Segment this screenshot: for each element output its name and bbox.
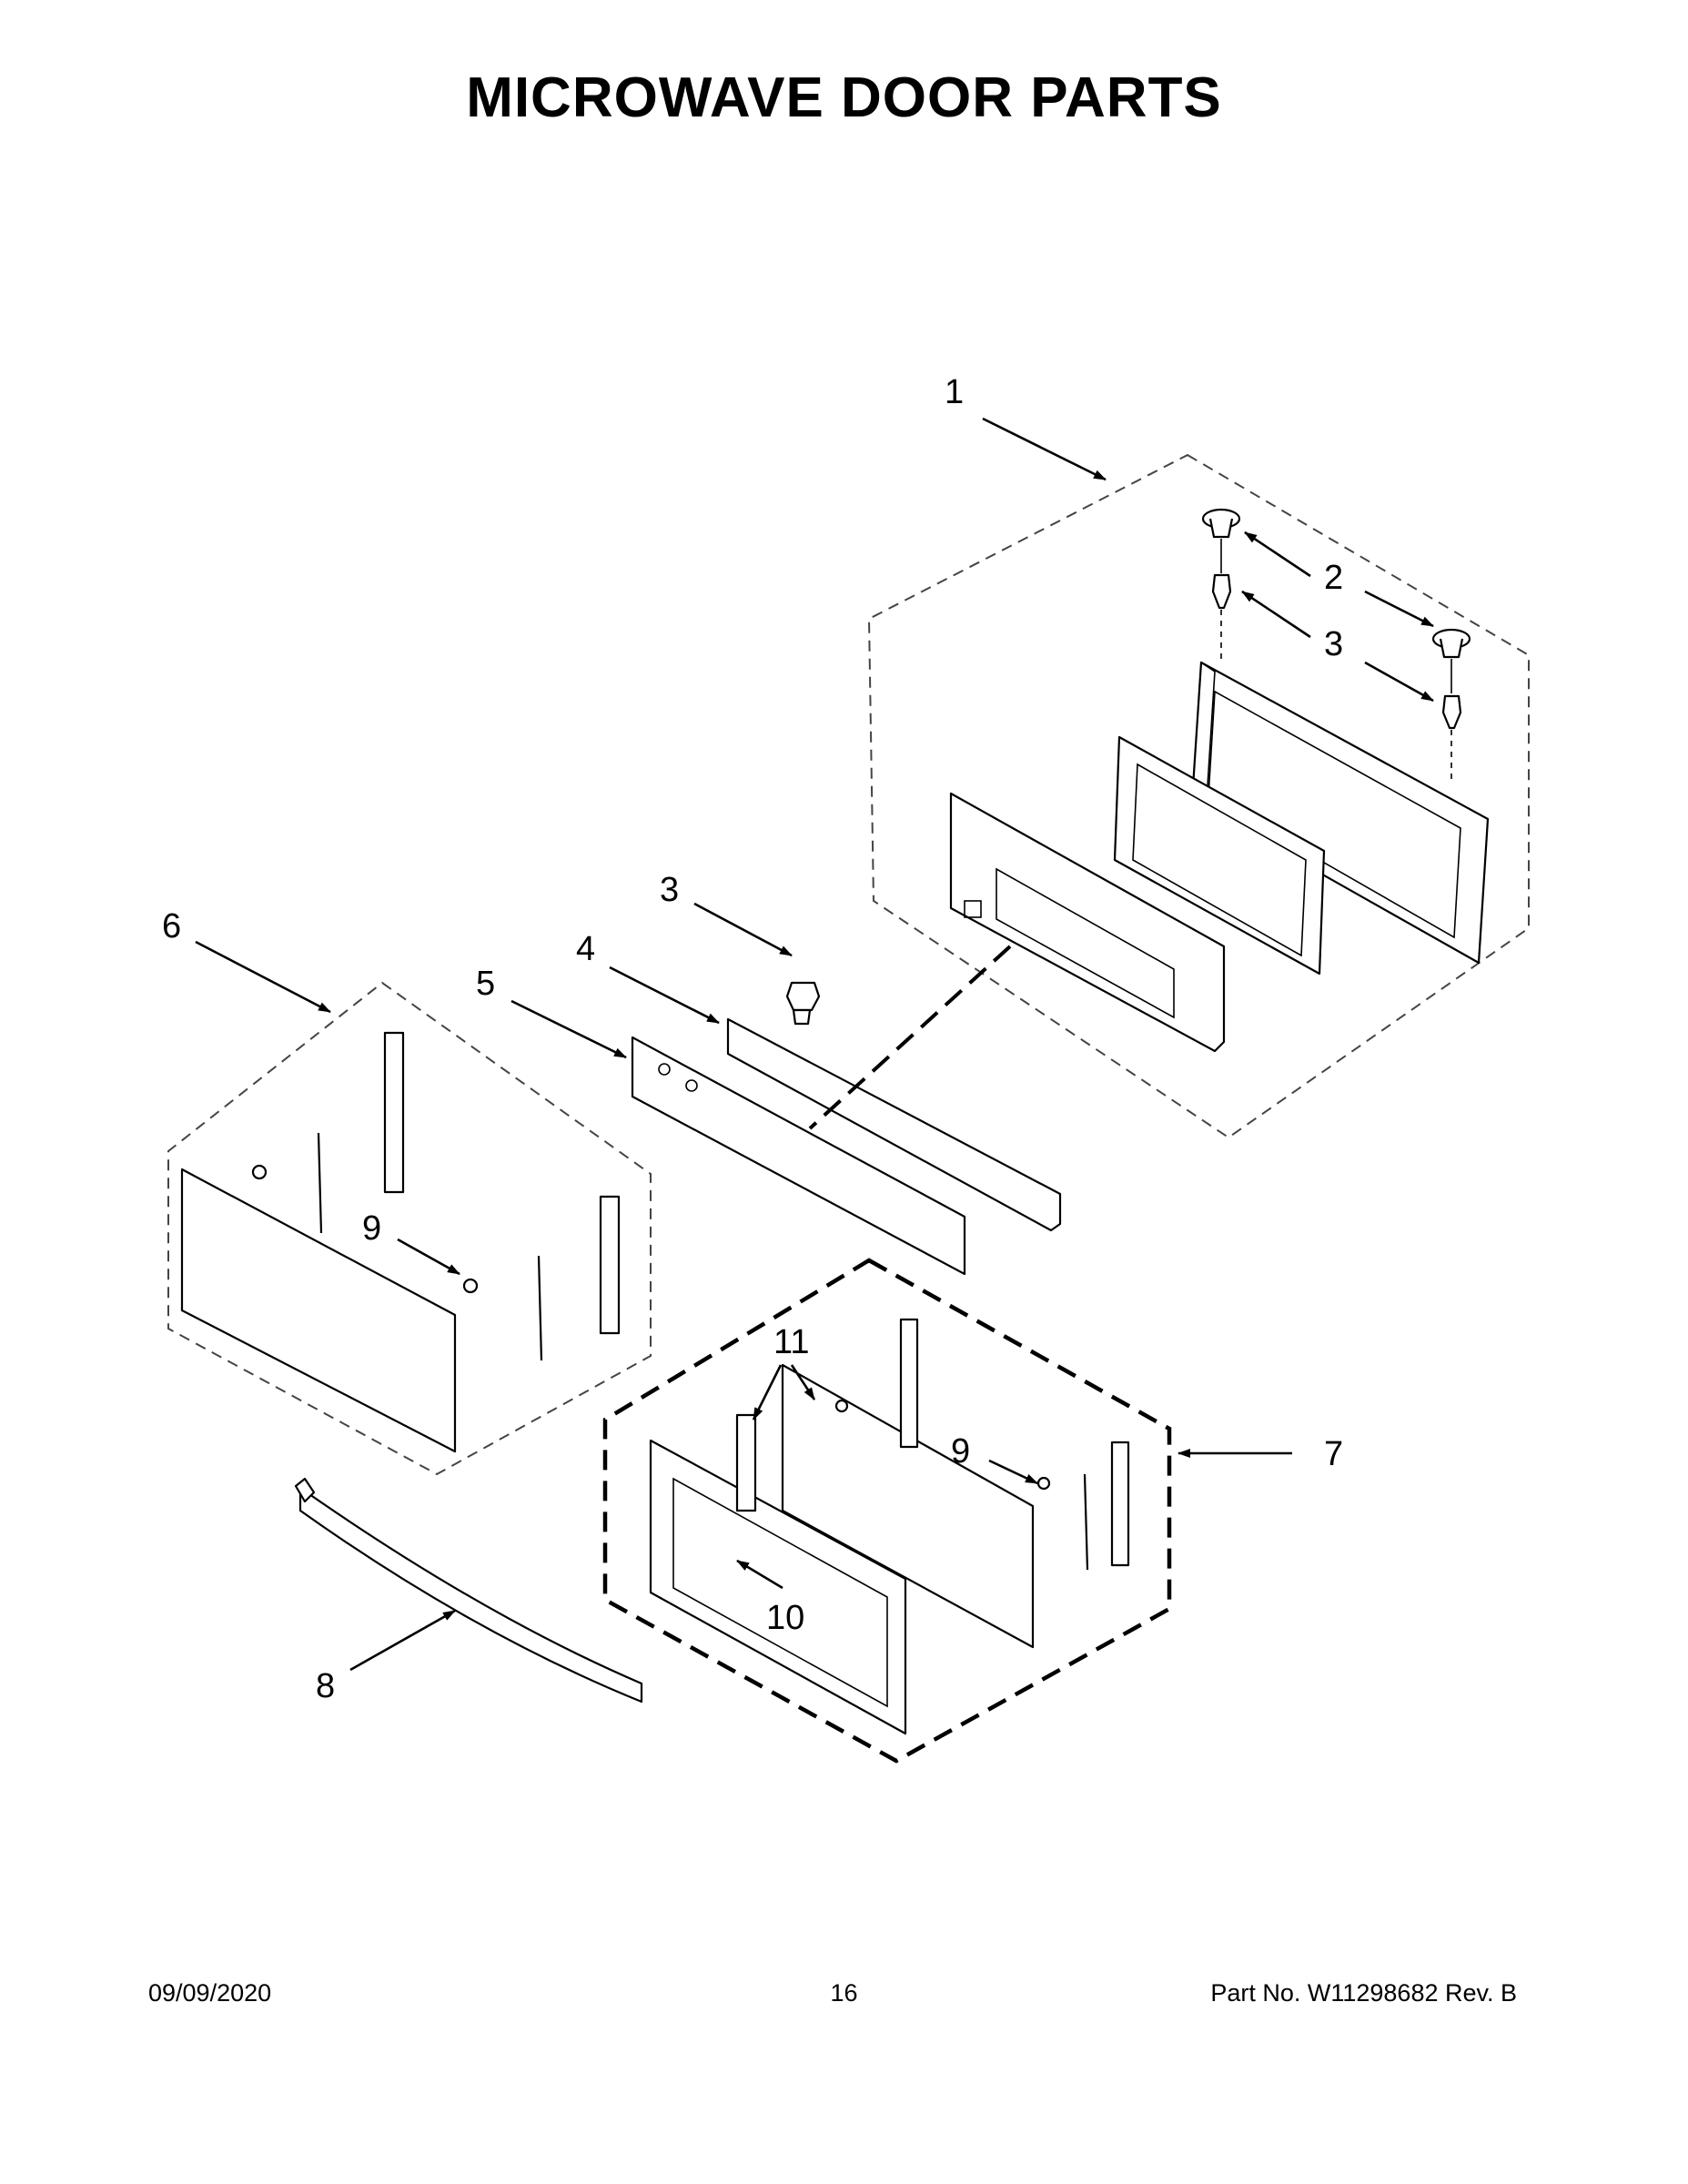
door-frame-assembly <box>867 453 1530 1139</box>
callout-9-right: 9 <box>951 1432 970 1471</box>
vent-strip-4 <box>726 1017 1062 1232</box>
callout-11: 11 <box>773 1323 809 1361</box>
screw-left <box>1211 573 1232 610</box>
footer-page-number: 16 <box>830 1979 858 2007</box>
callout-4: 4 <box>576 930 595 968</box>
footer-date: 09/09/2020 <box>148 1979 272 2007</box>
callout-2: 2 <box>1324 559 1343 597</box>
inner-door-assembly <box>602 1258 1172 1764</box>
callout-8: 8 <box>316 1667 335 1705</box>
callout-10: 10 <box>766 1599 804 1637</box>
callout-3-screw: 3 <box>660 871 679 909</box>
callout-6: 6 <box>162 907 181 945</box>
inner-glass-panel <box>781 1363 1035 1649</box>
outer-glass-panel <box>180 1168 457 1453</box>
assembly-7-dashed-boundary[interactable] <box>602 1258 1172 1764</box>
callout-9-left: 9 <box>362 1209 381 1248</box>
inner-door-frame <box>649 1439 907 1735</box>
door-handle <box>294 1477 643 1704</box>
cap-left <box>1201 508 1241 539</box>
assembly-6-dashed-boundary <box>167 981 652 1476</box>
door-choke-frame <box>1113 735 1326 976</box>
door-front-panel <box>949 792 1226 1053</box>
cap-right <box>1431 628 1471 659</box>
callout-5: 5 <box>476 965 495 1003</box>
screw-right <box>1441 694 1462 730</box>
screw-3 <box>785 981 821 1026</box>
outer-glass-assembly <box>167 981 652 1476</box>
vent-parts <box>631 945 1062 1276</box>
vent-plate-5 <box>631 1036 966 1276</box>
door-inner-frame <box>1190 661 1490 965</box>
callout-7: 7 <box>1324 1435 1343 1473</box>
footer-part-number: Part No. W11298682 Rev. B <box>1210 1979 1517 2007</box>
callout-1: 1 <box>945 373 964 411</box>
callout-labels: 1 2 3 3 4 5 6 7 8 9 9 10 11 <box>162 373 1343 1705</box>
callout-arrows <box>195 417 1434 1672</box>
callout-3-top: 3 <box>1324 625 1343 663</box>
page-title: MICROWAVE DOOR PARTS <box>466 66 1222 129</box>
